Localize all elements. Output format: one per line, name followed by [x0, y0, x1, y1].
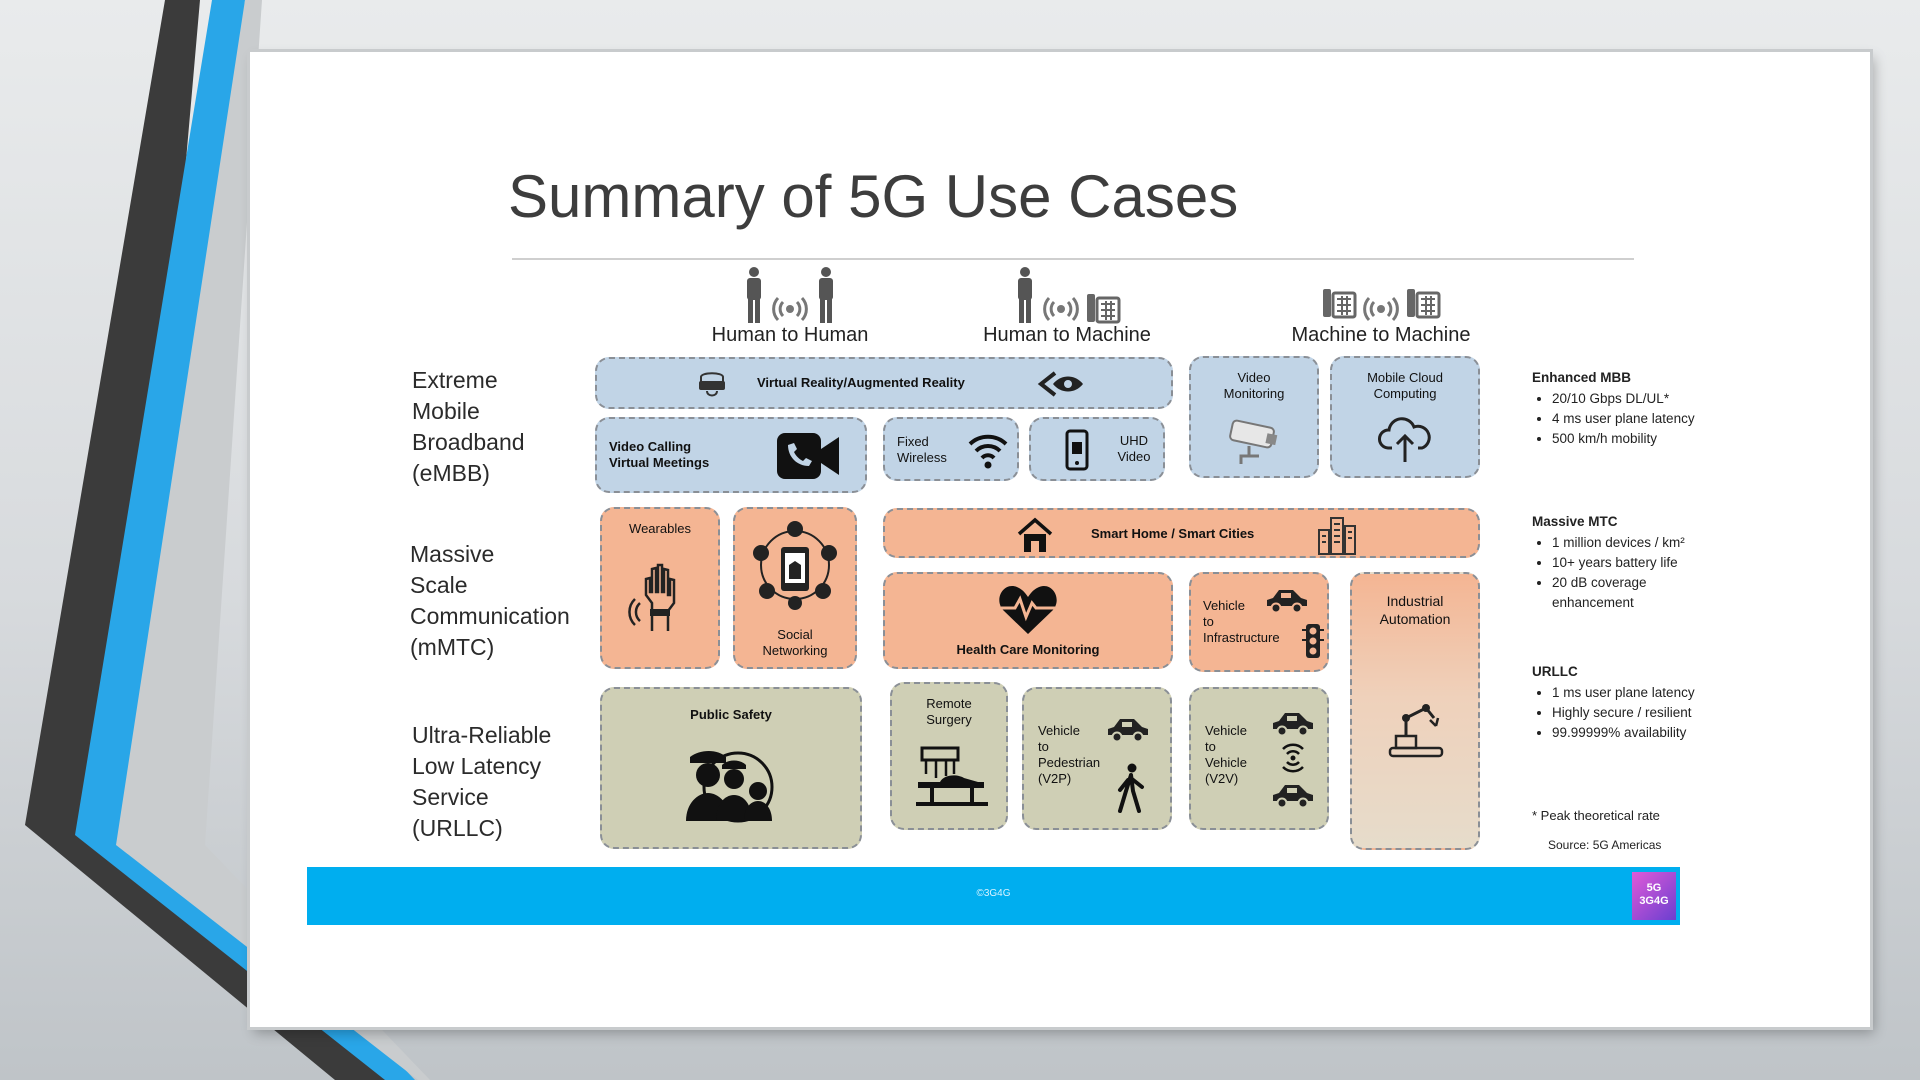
spec-item: 1 ms user plane latency — [1552, 683, 1732, 703]
robot-arm-icon — [1388, 704, 1444, 758]
pedestrian-icon — [1118, 763, 1144, 813]
slide-title: Summary of 5G Use Cases — [508, 163, 1239, 230]
wireless-signal-icon — [1043, 296, 1079, 322]
box-label: Public Safety — [690, 707, 772, 722]
smart-home-icon — [1017, 517, 1053, 552]
car-icon — [1273, 785, 1313, 809]
health-care-box: Health Care Monitoring — [883, 572, 1173, 669]
box-label: Virtual Reality/Augmented Reality — [757, 375, 965, 390]
footnote: * Peak theoretical rate — [1532, 808, 1660, 823]
vr-ar-box: Virtual Reality/Augmented Reality — [595, 357, 1173, 409]
box-label: Video Monitoring — [1223, 370, 1285, 401]
machine-icon — [1407, 289, 1441, 319]
mobile-cloud-box: Mobile Cloud Computing — [1330, 356, 1480, 478]
spec-item: Highly secure / resilient — [1552, 703, 1732, 723]
wireless-signal-icon — [1363, 296, 1399, 322]
signal-icon — [1282, 743, 1304, 773]
smartphone-icon — [1065, 429, 1089, 471]
wearables-box: Wearables — [600, 507, 720, 669]
spec-item: 500 km/h mobility — [1552, 429, 1732, 449]
car-icon — [1273, 713, 1313, 737]
category-machine-to-machine: Machine to Machine — [1236, 262, 1526, 347]
urllc-specs: URLLC 1 ms user plane latency Highly sec… — [1532, 664, 1732, 743]
v2v-box: Vehicle to Vehicle (V2V) — [1189, 687, 1329, 830]
row-label-embb: Extreme Mobile Broadband (eMBB) — [412, 367, 525, 486]
public-safety-icon — [686, 751, 774, 823]
heart-monitor-icon — [999, 586, 1057, 634]
machine-icon — [1323, 289, 1357, 319]
person-icon — [1018, 267, 1032, 323]
video-calling-box: Video Calling Virtual Meetings — [595, 417, 867, 493]
social-network-icon — [753, 521, 837, 610]
box-label: Wearables — [629, 521, 691, 536]
brand-logo: 5G 3G4G — [1632, 872, 1676, 920]
title-divider — [512, 258, 1634, 260]
box-label: Vehicle to Vehicle (V2V) — [1205, 723, 1247, 786]
wifi-icon — [968, 434, 1008, 469]
category-human-to-machine: Human to Machine — [922, 262, 1212, 347]
category-label: Human to Machine — [983, 324, 1151, 346]
spec-item: 1 million devices / km² — [1552, 533, 1732, 553]
public-safety-box: Public Safety — [600, 687, 862, 849]
social-networking-box: Social Networking — [733, 507, 857, 669]
ar-view-icon — [1037, 371, 1083, 397]
car-icon — [1108, 719, 1148, 743]
uhd-video-box: UHD Video — [1029, 417, 1165, 481]
spec-item: 99.99999% availability — [1552, 723, 1732, 743]
copyright-text: ©3G4G — [976, 888, 1011, 899]
smart-city-icon — [1318, 517, 1356, 555]
box-label: Health Care Monitoring — [956, 642, 1100, 657]
row-label-mmtc: Massive Scale Communication (mMTC) — [410, 541, 570, 660]
spec-item: 4 ms user plane latency — [1552, 409, 1732, 429]
cloud-upload-icon — [1378, 417, 1431, 462]
vr-headset-icon — [699, 372, 725, 397]
box-label: Mobile Cloud Computing — [1367, 370, 1443, 401]
car-icon — [1267, 590, 1307, 614]
box-label: UHD Video — [1117, 433, 1151, 464]
remote-surgery-box: Remote Surgery — [890, 682, 1008, 830]
video-call-icon — [777, 433, 839, 479]
v2p-box: Vehicle to Pedestrian (V2P) — [1022, 687, 1172, 830]
row-label-urllc: Ultra-Reliable Low Latency Service (URLL… — [412, 722, 552, 841]
slide: Summary of 5G Use Cases Human to Human H… — [250, 52, 1870, 1027]
box-label: Smart Home / Smart Cities — [1091, 526, 1255, 541]
industrial-automation-box: Industrial Automation — [1350, 572, 1480, 850]
box-label: Vehicle to Pedestrian (V2P) — [1038, 723, 1101, 786]
box-label: Social Networking — [762, 627, 828, 658]
category-label: Human to Human — [711, 324, 869, 346]
spec-item: 20 dB coverage enhancement — [1552, 573, 1732, 613]
spec-item: 20/10 Gbps DL/UL* — [1552, 389, 1732, 409]
mmtc-specs-title: Massive MTC — [1532, 514, 1618, 529]
v2i-box: Vehicle to Infrastructure — [1189, 572, 1329, 672]
wireless-signal-icon — [772, 296, 808, 322]
mmtc-specs: Massive MTC 1 million devices / km² 10+ … — [1532, 514, 1732, 613]
urllc-specs-title: URLLC — [1532, 664, 1578, 679]
box-label: Video Calling Virtual Meetings — [609, 439, 710, 470]
video-monitoring-box: Video Monitoring — [1189, 356, 1319, 478]
machine-icon — [1087, 294, 1121, 324]
box-label: Industrial Automation — [1379, 593, 1451, 627]
smart-home-box: Smart Home / Smart Cities — [883, 508, 1480, 558]
fixed-wireless-box: Fixed Wireless — [883, 417, 1019, 481]
box-label: Remote Surgery — [926, 696, 972, 727]
footer-bar: ©3G4G 5G 3G4G — [307, 867, 1680, 925]
embb-specs-title: Enhanced MBB — [1532, 370, 1632, 385]
person-icon — [747, 267, 761, 323]
surgery-robot-icon — [916, 746, 988, 806]
wearable-hand-icon — [628, 563, 676, 631]
category-human-to-human: Human to Human — [645, 262, 935, 347]
box-label: Vehicle to Infrastructure — [1203, 598, 1280, 645]
category-label: Machine to Machine — [1291, 324, 1471, 346]
spec-item: 10+ years battery life — [1552, 553, 1732, 573]
person-icon — [819, 267, 833, 323]
logo-text: 5G 3G4G — [1639, 882, 1669, 907]
traffic-light-icon — [1302, 624, 1324, 658]
security-camera-icon — [1229, 419, 1278, 464]
source-note: Source: 5G Americas — [1548, 838, 1662, 852]
box-label: Fixed Wireless — [897, 434, 947, 465]
embb-specs: Enhanced MBB 20/10 Gbps DL/UL* 4 ms user… — [1532, 370, 1732, 449]
